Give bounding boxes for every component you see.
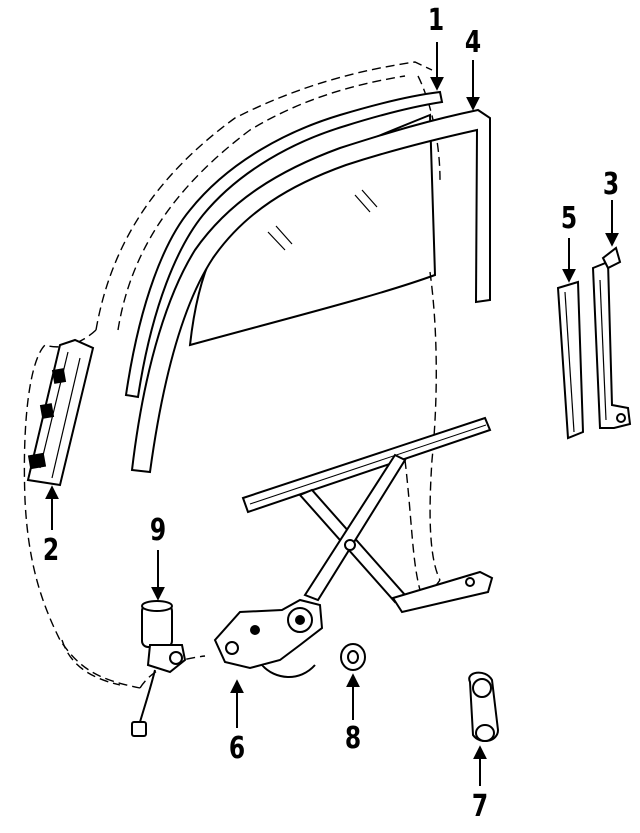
window-crank: [468, 671, 500, 742]
callout-4: 4: [464, 25, 482, 60]
front-channel: [26, 338, 95, 487]
regulator-motor: [131, 600, 187, 737]
rear-channel-right: [591, 246, 632, 429]
run-channel-sash: [130, 108, 491, 474]
callout-3: 3: [602, 167, 620, 202]
callout-8: 8: [344, 721, 362, 756]
callout-1: 1: [427, 3, 445, 38]
regulator-sector: [213, 598, 324, 678]
window-regulator: [241, 416, 494, 614]
callout-9: 9: [149, 513, 167, 548]
washer: [340, 643, 366, 671]
callout-2: 2: [42, 533, 60, 568]
rear-channel-left: [556, 280, 585, 440]
callout-6: 6: [228, 731, 246, 766]
glass-run-channel: [124, 90, 444, 399]
leader-arrows: [45, 42, 619, 786]
callout-7: 7: [471, 789, 489, 824]
callout-5: 5: [560, 201, 578, 236]
